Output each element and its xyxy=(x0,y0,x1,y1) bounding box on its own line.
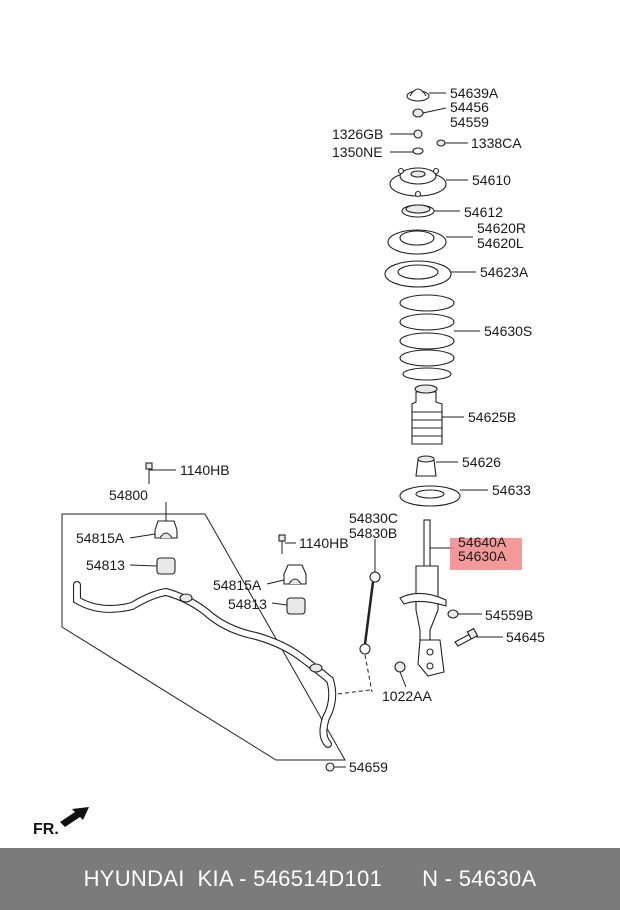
bearing-54612 xyxy=(401,204,435,218)
label-54830C: 54830C xyxy=(349,510,398,526)
bushing-54813-right xyxy=(286,597,306,615)
bolt-54645 xyxy=(454,627,479,647)
highlight-54630A xyxy=(450,538,522,570)
label-54625B: 54625B xyxy=(468,409,516,425)
label-54830B: 54830B xyxy=(349,525,397,541)
parts-diagram: 54639A 54456 54559 1326GB 1338CA 1350NE … xyxy=(33,85,545,838)
label-1326GB: 1326GB xyxy=(332,126,383,142)
label-54620R: 54620R xyxy=(477,220,526,236)
bracket-54815A-left xyxy=(154,520,178,539)
label-54612: 54612 xyxy=(464,204,503,220)
label-54815A-right: 54815A xyxy=(213,577,262,593)
nut-1022AA xyxy=(394,661,406,673)
stabilizer-bar-box xyxy=(61,513,346,761)
label-54559: 54559 xyxy=(450,114,489,130)
nut-54456 xyxy=(412,108,424,118)
label-1350NE: 1350NE xyxy=(332,144,383,160)
label-54640A: 54640A xyxy=(458,534,507,550)
part-labels: 54639A 54456 54559 1326GB 1338CA 1350NE … xyxy=(76,85,545,775)
bolt-1140HB-left xyxy=(145,462,153,484)
label-54626: 54626 xyxy=(462,454,501,470)
label-54630A: 54630A xyxy=(458,548,507,564)
label-54456: 54456 xyxy=(450,99,489,115)
coil-spring-54630S xyxy=(399,294,455,381)
label-1022AA: 1022AA xyxy=(382,688,432,704)
washer-1350NE xyxy=(412,147,424,155)
label-54620L: 54620L xyxy=(477,235,524,251)
bushing-54813-left xyxy=(156,557,176,575)
label-54559B: 54559B xyxy=(485,607,533,623)
leader-lines xyxy=(129,92,503,768)
label-54623A: 54623A xyxy=(480,264,529,280)
stabilizer-link-54830 xyxy=(359,571,381,655)
shock-absorber-54630A xyxy=(399,519,447,677)
front-arrow-icon xyxy=(60,807,89,827)
label-54813-left: 54813 xyxy=(86,557,125,573)
dust-boot-54625B xyxy=(411,384,443,445)
footer-part-number: HYUNDAI KIA - 546514D101 xyxy=(83,866,383,891)
insulator-54633 xyxy=(399,485,461,507)
label-54815A-left: 54815A xyxy=(76,530,125,546)
label-54633: 54633 xyxy=(492,482,531,498)
nut-54559B xyxy=(447,609,459,619)
nut-1338CA xyxy=(436,139,446,147)
label-1140HB-lower: 1140HB xyxy=(299,535,349,551)
label-54639A: 54639A xyxy=(450,85,499,101)
label-54645: 54645 xyxy=(506,629,545,645)
footer-bar: HYUNDAI KIA - 546514D101 N - 54630A xyxy=(0,848,620,910)
spring-pad-54623A xyxy=(384,260,452,288)
label-54610: 54610 xyxy=(472,172,511,188)
upper-mount-54610 xyxy=(389,167,447,198)
label-1140HB-upper: 1140HB xyxy=(180,462,230,478)
label-54800: 54800 xyxy=(109,487,148,503)
label-54630S: 54630S xyxy=(484,323,532,339)
nut-54659 xyxy=(325,762,335,772)
label-54659: 54659 xyxy=(349,759,388,775)
label-54813-right: 54813 xyxy=(228,596,267,612)
label-1338CA: 1338CA xyxy=(471,135,522,151)
bump-stop-54626 xyxy=(415,455,437,477)
front-label: FR. xyxy=(33,821,59,838)
front-direction-indicator: FR. xyxy=(33,807,89,838)
mount-cap xyxy=(406,88,430,102)
nut-1326GB xyxy=(413,129,423,139)
bolt-1140HB-right xyxy=(278,534,286,554)
spring-seat-54620 xyxy=(387,229,447,255)
footer-reference: N - 54630A xyxy=(422,866,537,891)
stabilizer-bar-54800 xyxy=(73,581,337,748)
bracket-54815A-right xyxy=(283,564,307,585)
